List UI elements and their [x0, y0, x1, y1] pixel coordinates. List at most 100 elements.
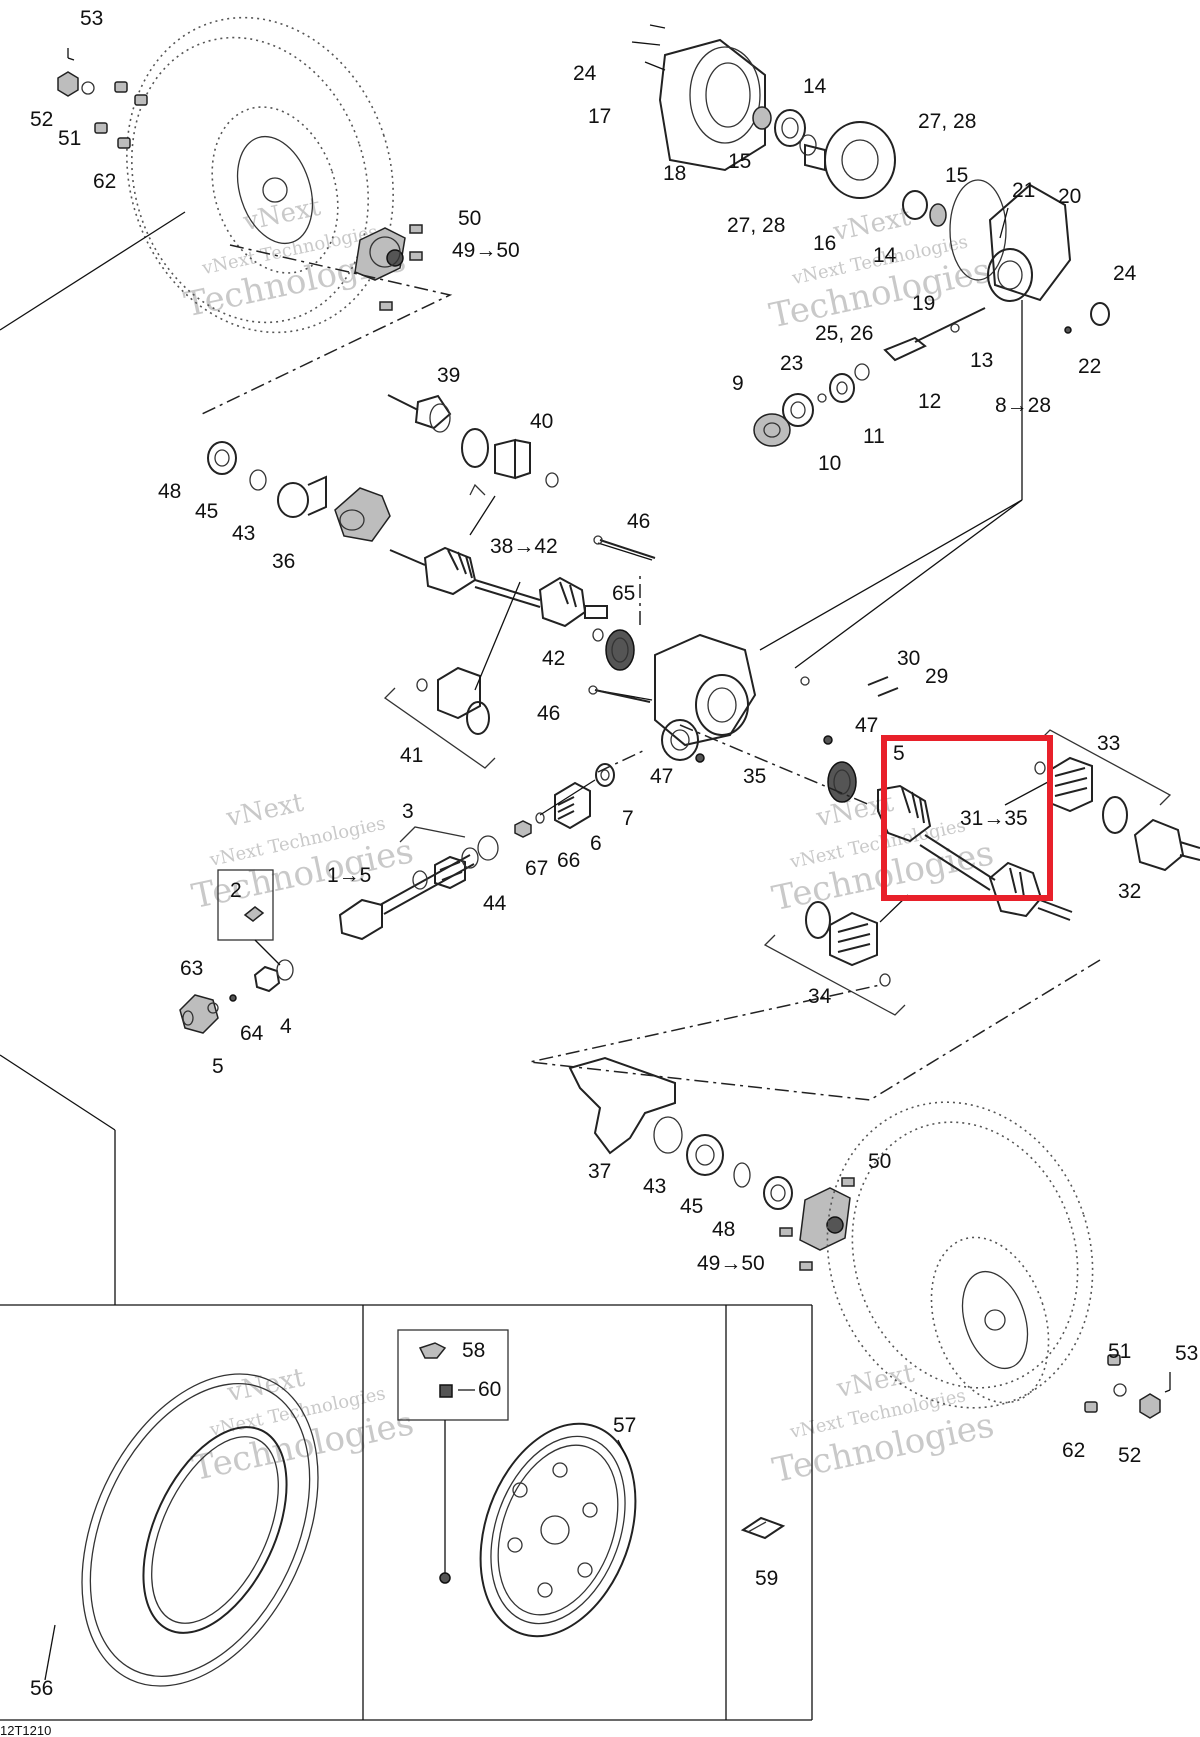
- label-52: 52: [30, 108, 53, 131]
- label-52b: 52: [1118, 1444, 1141, 1467]
- watermark-bottom-right: vNext vNext Technologies Technologies: [769, 1358, 997, 1491]
- boot-kit-41: [416, 666, 490, 735]
- diagram-code: 12T1210: [0, 1723, 51, 1737]
- label-22: 22: [1078, 355, 1101, 378]
- dash-lower-right: [529, 959, 1101, 1101]
- highlight-box: [881, 735, 1053, 901]
- dash-hub-to-knuckle: [199, 244, 453, 416]
- watermark-mid-left: vNext vNext Technologies Technologies: [188, 788, 416, 917]
- label-24b: 24: [1113, 262, 1137, 285]
- label-13: 13: [970, 349, 993, 372]
- svg-text:vNext: vNext: [830, 202, 914, 248]
- label-37: 37: [588, 1160, 611, 1183]
- label-12: 12: [918, 390, 941, 413]
- leader-38-42-up: [469, 495, 496, 536]
- lug-nuts-bottom: [1084, 1354, 1171, 1419]
- label-47b: 47: [650, 765, 673, 788]
- label-45b: 45: [680, 1195, 703, 1218]
- drive-shaft-31-35: [877, 784, 1073, 921]
- center-seals: [592, 628, 899, 803]
- weight-59: [740, 1516, 786, 1540]
- part-labels: 53 52 51 62 50 49→50 24 17 18 15 14 27, …: [0, 7, 1198, 1737]
- label-51: 51: [58, 127, 81, 150]
- label-3: 3: [402, 800, 414, 823]
- label-60: 60: [478, 1378, 501, 1401]
- label-11: 11: [863, 425, 885, 448]
- label-5: 5: [893, 742, 905, 765]
- label-25-26: 25, 26: [815, 322, 873, 345]
- label-47: 47: [855, 714, 878, 737]
- label-35: 35: [743, 765, 766, 788]
- dash-coupler: [539, 779, 596, 816]
- label-4: 4: [280, 1015, 292, 1038]
- boot-kit-34: [805, 901, 891, 987]
- label-15: 15: [728, 150, 751, 173]
- lug-nuts-top: [57, 48, 148, 149]
- coupler-6-7: [514, 763, 615, 838]
- label-53b: 53: [1175, 1342, 1198, 1365]
- label-16: 16: [813, 232, 836, 255]
- label-50b: 50: [868, 1150, 891, 1173]
- left-knuckle: [207, 441, 391, 542]
- rim-57: [479, 1422, 637, 1638]
- label-53: 53: [80, 7, 103, 30]
- label-19: 19: [912, 292, 935, 315]
- label-64: 64: [240, 1022, 264, 1045]
- u-joint-parts-4-5: [179, 939, 294, 1034]
- diff-cover: [987, 183, 1110, 334]
- arrow-shaft-to-33: [1004, 781, 1049, 806]
- valve-box: [397, 1329, 509, 1584]
- label-29: 29: [925, 665, 948, 688]
- rear-right-wheel: [826, 1101, 1094, 1409]
- svg-text:vNext: vNext: [223, 788, 307, 834]
- arrow-to-40: [469, 483, 486, 496]
- label-33: 33: [1097, 732, 1120, 755]
- label-43: 43: [232, 522, 255, 545]
- label-6: 6: [590, 832, 602, 855]
- label-18: 18: [663, 162, 686, 185]
- label-50: 50: [458, 207, 481, 230]
- prop-shaft-1-5: [338, 835, 499, 941]
- leader-38-42-down: [474, 581, 521, 691]
- label-62b: 62: [1062, 1439, 1085, 1462]
- label-10: 10: [818, 452, 841, 475]
- label-17: 17: [588, 105, 611, 128]
- bolts-46: [588, 535, 656, 703]
- label-49-50: 49→50: [452, 239, 520, 262]
- label-63: 63: [180, 957, 203, 980]
- outer-cv-joint-39: [387, 394, 452, 433]
- label-46b: 46: [537, 702, 560, 725]
- dash-center-right: [679, 724, 871, 806]
- label-59: 59: [755, 1567, 778, 1590]
- label-39: 39: [437, 364, 460, 387]
- front-diff-housing: [631, 24, 766, 172]
- label-62: 62: [93, 170, 116, 193]
- label-21: 21: [1012, 179, 1035, 202]
- label-65: 65: [612, 582, 635, 605]
- label-42: 42: [542, 647, 565, 670]
- label-49-50b: 49→50: [697, 1252, 765, 1275]
- label-38-42: 38→42: [490, 535, 558, 558]
- bottom-panel: [0, 1304, 813, 1721]
- label-67: 67: [525, 857, 548, 880]
- label-9: 9: [732, 372, 744, 395]
- front-left-wheel: [0, 16, 394, 334]
- label-14: 14: [803, 75, 827, 98]
- label-44: 44: [483, 892, 507, 915]
- label-32: 32: [1118, 880, 1141, 903]
- label-66: 66: [557, 849, 580, 872]
- label-23: 23: [780, 352, 803, 375]
- dash-to-diff: [597, 749, 646, 773]
- label-51b: 51: [1108, 1340, 1131, 1363]
- label-31-35: 31→35: [960, 807, 1028, 830]
- boot-kit-40: [461, 428, 559, 488]
- label-40: 40: [530, 410, 553, 433]
- label-36: 36: [272, 550, 295, 573]
- label-2: 2: [230, 879, 242, 902]
- label-15b: 15: [945, 164, 968, 187]
- label-41: 41: [400, 744, 423, 767]
- leader-8-28-to-rear: [794, 499, 1023, 669]
- label-24: 24: [573, 62, 597, 85]
- label-30: 30: [897, 647, 920, 670]
